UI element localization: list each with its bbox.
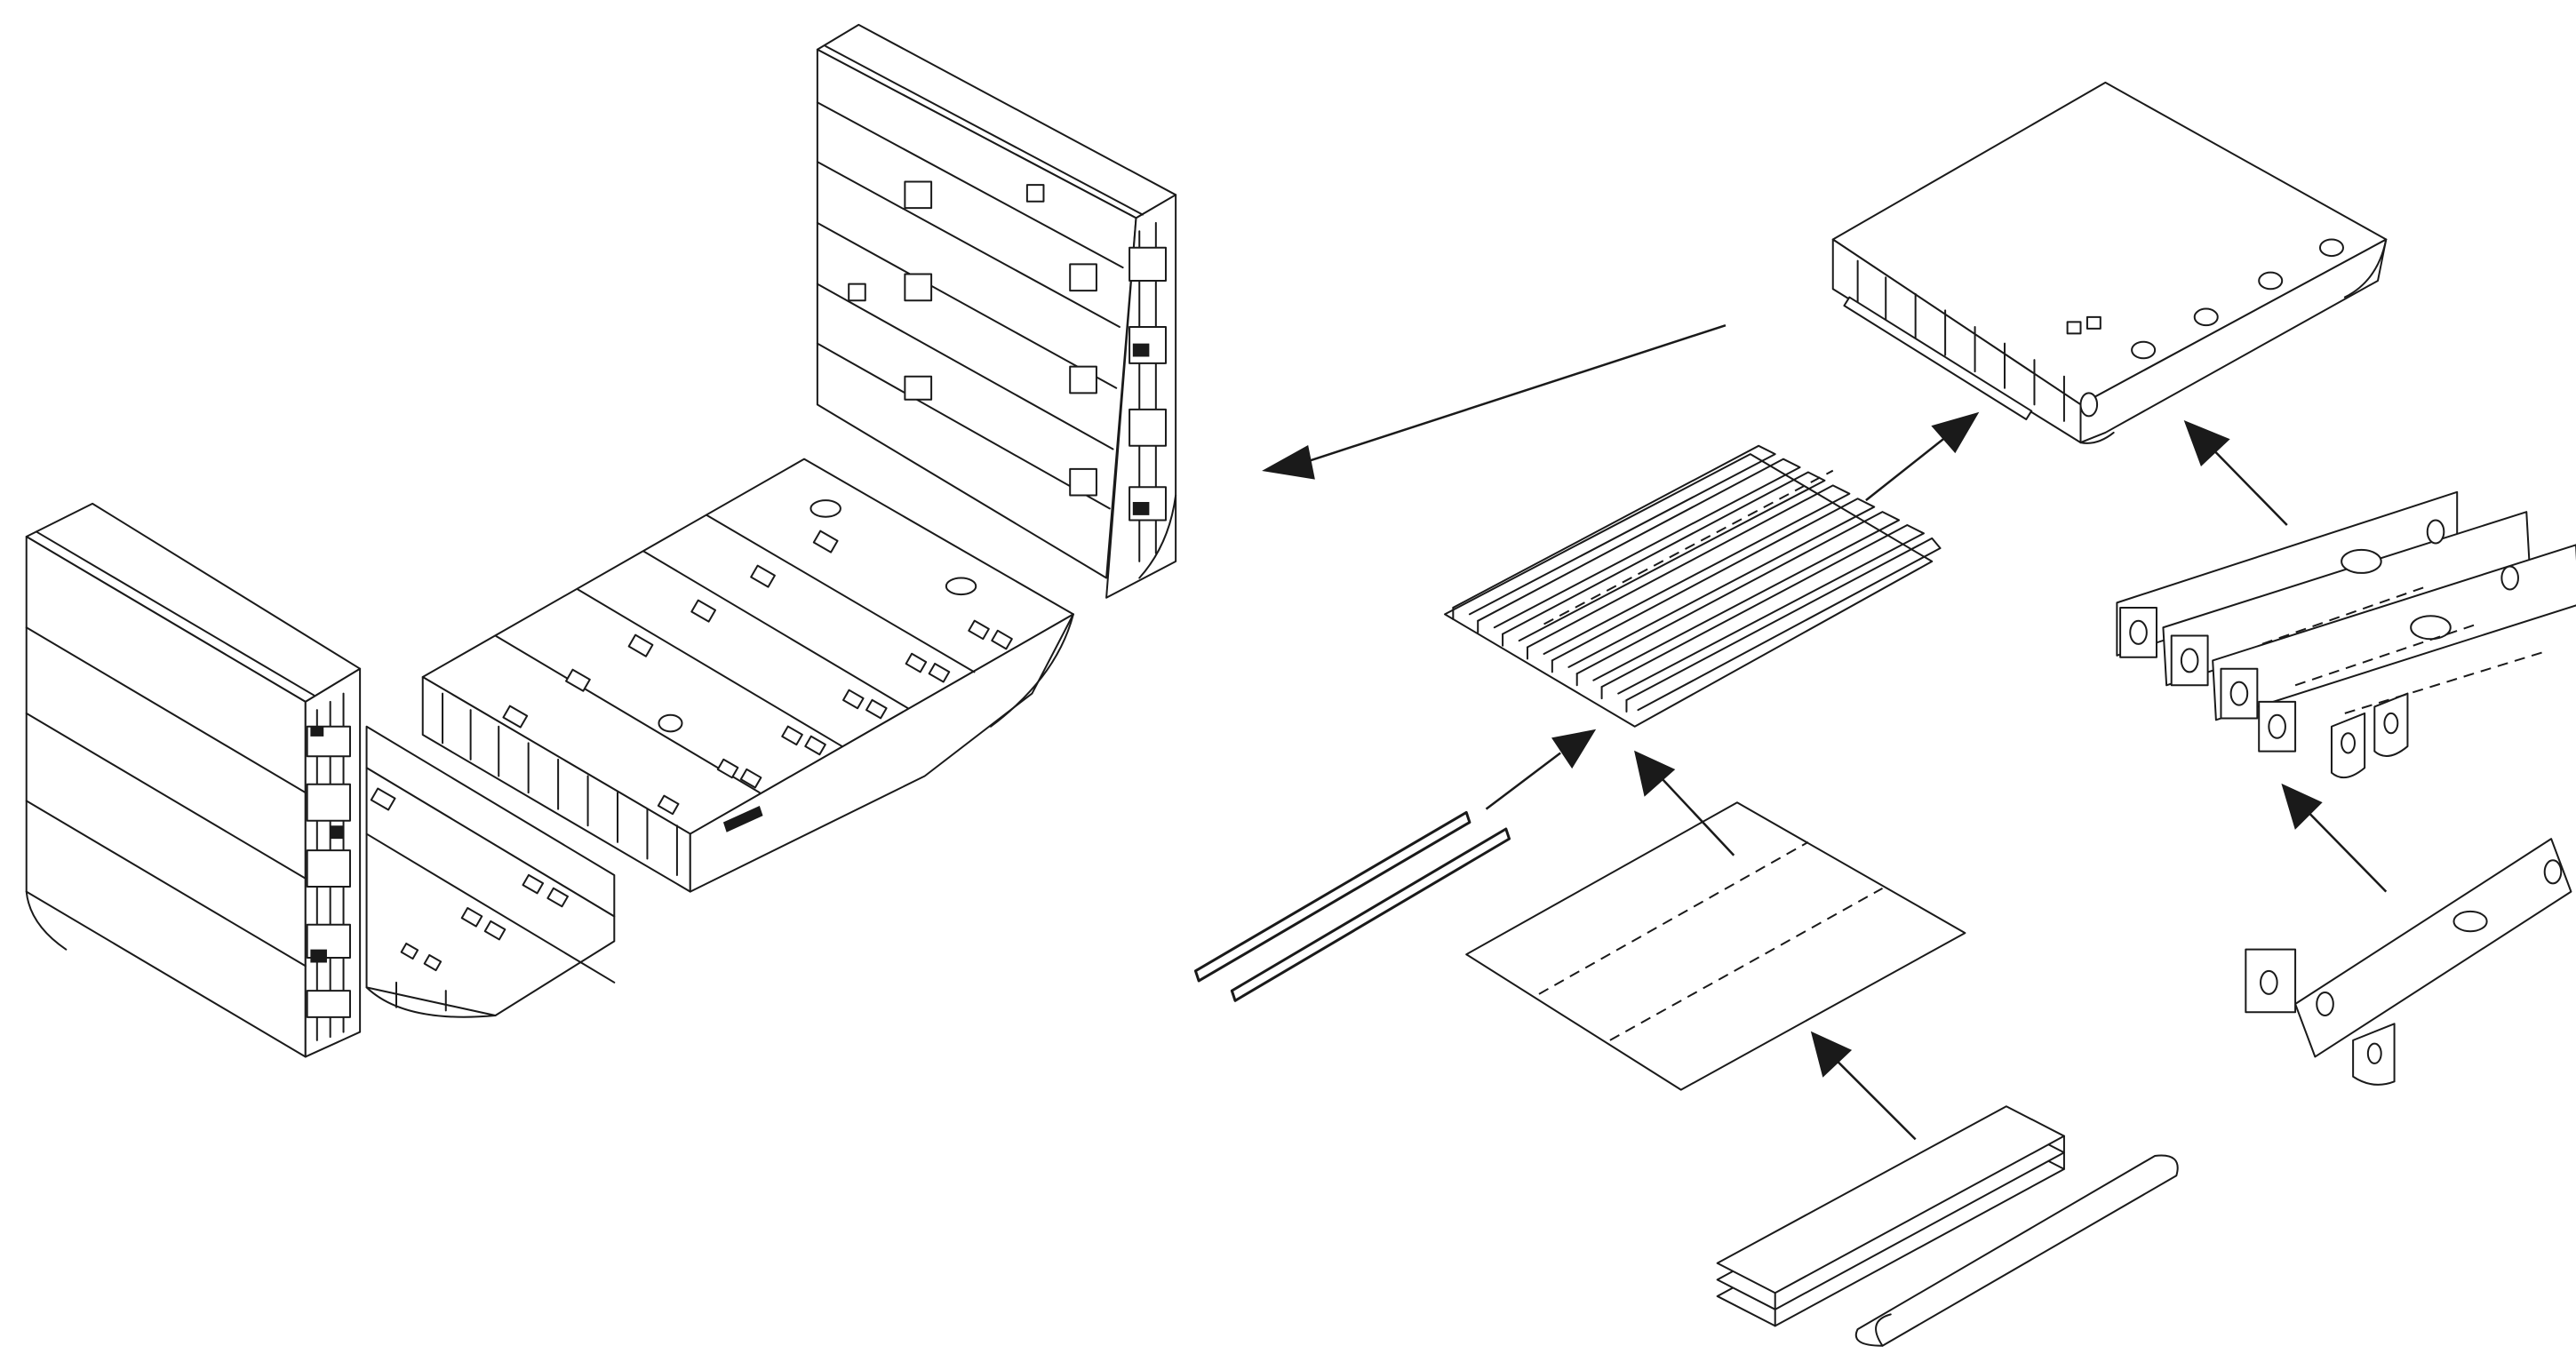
side-shell-block-left bbox=[27, 504, 360, 1057]
side-shell-block-upright bbox=[817, 25, 1176, 598]
arrow-block-to-bottom bbox=[1264, 325, 1726, 479]
arrow-web-to-floor bbox=[2282, 785, 2386, 892]
arrow-plate-to-panel bbox=[1635, 752, 1735, 856]
assembly-arrows bbox=[1264, 325, 2387, 1139]
arrow-panel-to-block bbox=[1866, 413, 1978, 501]
plate-strakes bbox=[1718, 1106, 2064, 1326]
bottom-shell-block-left bbox=[367, 727, 615, 1017]
panel-stiffener-row bbox=[1453, 446, 1940, 712]
bottom-double-bottom-block bbox=[423, 459, 1073, 892]
arrow-strakes-to-plate bbox=[1812, 1032, 1916, 1140]
arrow-stiffeners-to-panel bbox=[1487, 729, 1596, 808]
flat-plate-panel bbox=[1466, 802, 1965, 1089]
longitudinal-stiffeners bbox=[1195, 812, 1509, 1000]
curved-bilge-plate bbox=[1856, 1156, 2178, 1346]
stiffened-panel bbox=[1445, 446, 1941, 727]
floor-subassembly bbox=[2117, 492, 2576, 777]
arrow-floor-to-block bbox=[2185, 421, 2287, 525]
finished-double-bottom-block bbox=[1833, 83, 2387, 443]
floor-web-plate bbox=[2245, 839, 2571, 1085]
